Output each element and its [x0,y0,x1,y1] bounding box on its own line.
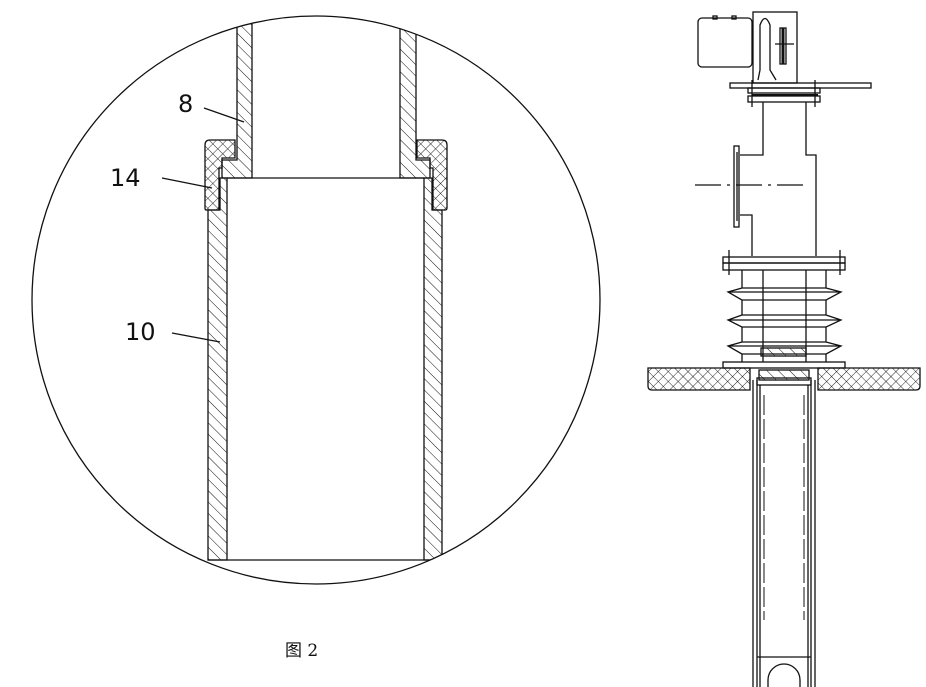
seal-cap-right [416,139,448,211]
motor-lug [731,15,737,20]
figure-caption: 图 2 [285,641,318,661]
valve-body [740,102,817,256]
side-flange [733,145,740,228]
bellows-flange [722,256,846,264]
mounting-plate [729,82,872,89]
motor [697,17,753,68]
seal-cap-left [204,139,236,211]
upper-seal-ring [760,347,807,357]
leader-line-14 [161,177,213,189]
lower-pipe-left-wall [207,177,228,561]
label-8: 8 [178,90,193,118]
floor-left [647,367,751,391]
leader-line-8 [203,107,245,123]
assembly-view [647,11,921,687]
top-flange-upper [747,87,821,94]
gearbox-housing [757,17,777,81]
leader-line-10 [171,332,221,343]
lower-seal-ring [758,369,810,381]
floor-right [817,367,921,391]
detail-circle [31,15,601,585]
bellows-flange-lower [722,262,846,271]
label-14: 14 [110,164,141,192]
bellows [726,270,843,362]
label-10: 10 [125,318,156,346]
tube [752,380,816,687]
lower-pipe-right-wall [423,177,443,561]
base-plate [722,361,846,369]
motor-lug [712,15,718,20]
top-flange-lower [747,95,821,103]
tube-end [767,663,801,687]
detail-view: 8 14 10 图 2 [31,15,601,661]
